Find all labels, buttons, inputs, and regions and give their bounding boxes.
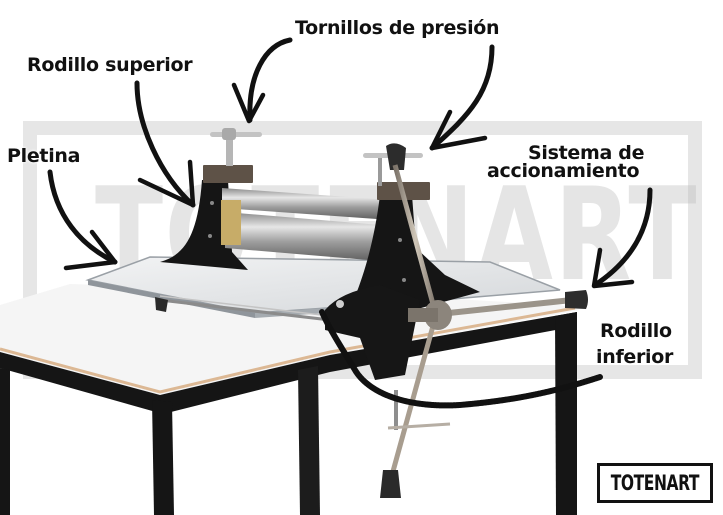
label-rodillo-inferior-line1: Rodillo: [600, 320, 672, 342]
label-tornillos-de-presion: Tornillos de presión: [295, 17, 500, 39]
logo-text: TOTENART: [610, 471, 700, 495]
totenart-logo: TOTENART: [597, 463, 713, 503]
label-sistema-line2: accionamiento: [487, 160, 640, 182]
arrow-rodillo-superior: [134, 80, 196, 208]
annotation-arrows: [47, 37, 653, 409]
label-sistema-line1: Sistema de: [528, 142, 645, 164]
label-rodillo-inferior-line2: inferior: [596, 346, 674, 368]
arrow-tornillos-left: [231, 37, 293, 124]
arrow-sistema: [591, 187, 653, 289]
arrow-pletina: [47, 169, 118, 271]
watermark-frame: [23, 121, 702, 379]
arrow-tornillos-right: [429, 44, 495, 151]
label-pletina: Pletina: [7, 145, 81, 167]
arrow-rodillo-inferior: [319, 309, 603, 409]
label-rodillo-superior: Rodillo superior: [27, 54, 193, 76]
